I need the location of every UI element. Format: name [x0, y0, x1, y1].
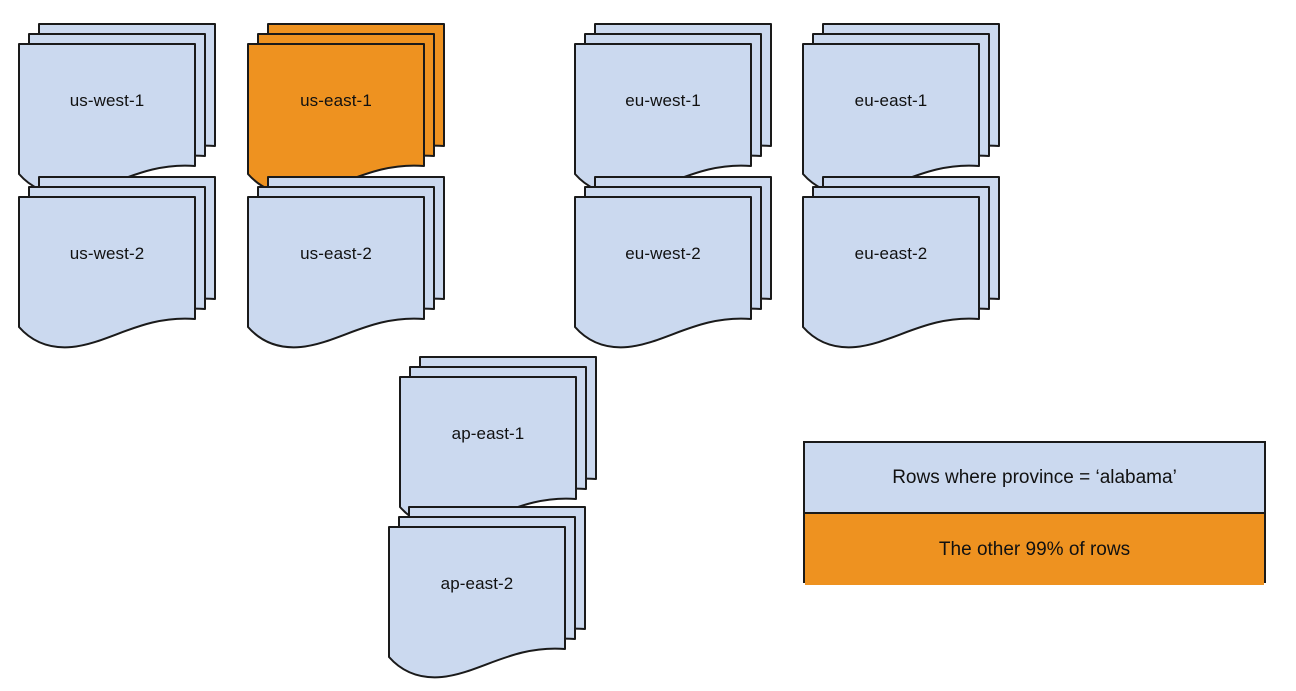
region-stack-us-west-2[interactable]: [18, 176, 221, 361]
document-sheet: [574, 43, 752, 196]
region-stack-eu-west-2[interactable]: [574, 176, 777, 361]
region-stack-shape-us-west-1: [18, 23, 216, 196]
legend: Rows where province = ‘alabama’ The othe…: [803, 441, 1266, 585]
region-stack-shape-eu-east-1: [802, 23, 1000, 196]
region-stack-shape-eu-west-2: [574, 176, 772, 349]
document-sheet: [18, 196, 196, 349]
document-sheet: [247, 196, 425, 349]
document-sheet: [399, 376, 577, 529]
document-sheet: [802, 43, 980, 196]
region-stack-us-east-1[interactable]: [247, 23, 450, 208]
document-sheet: [247, 43, 425, 196]
legend-label-highlight: The other 99% of rows: [938, 538, 1131, 560]
region-stack-shape-ap-east-2: [388, 506, 586, 679]
region-stack-eu-west-1[interactable]: [574, 23, 777, 208]
document-sheet: [388, 526, 566, 679]
legend-row-highlight: The other 99% of rows: [805, 514, 1264, 585]
document-sheet: [18, 43, 196, 196]
document-sheet: [802, 196, 980, 349]
region-stack-shape-us-west-2: [18, 176, 216, 349]
region-stack-eu-east-1[interactable]: [802, 23, 1005, 208]
region-stack-shape-us-east-2: [247, 176, 445, 349]
legend-row-normal: Rows where province = ‘alabama’: [805, 443, 1264, 514]
region-stack-ap-east-2[interactable]: [388, 506, 591, 691]
region-stack-shape-eu-west-1: [574, 23, 772, 196]
region-stack-shape-eu-east-2: [802, 176, 1000, 349]
region-stack-eu-east-2[interactable]: [802, 176, 1005, 361]
legend-label-normal: Rows where province = ‘alabama’: [892, 466, 1177, 488]
region-stack-us-east-2[interactable]: [247, 176, 450, 361]
document-sheet: [574, 196, 752, 349]
region-stack-shape-us-east-1: [247, 23, 445, 196]
region-stack-us-west-1[interactable]: [18, 23, 221, 208]
